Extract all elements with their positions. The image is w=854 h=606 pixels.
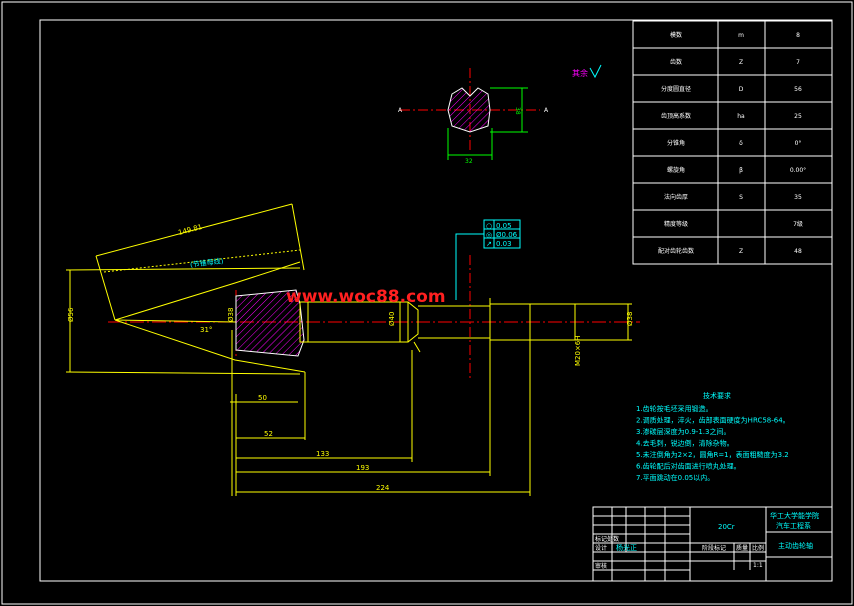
tol-value-1: 0.05 (496, 222, 512, 230)
dim-193: 193 (356, 464, 369, 472)
tol-symbol-3: ↗ (486, 240, 492, 248)
tol-symbol-1: ○ (486, 222, 492, 230)
neck-dia-dim: Ø40 (388, 312, 396, 326)
param-name-6: 螺旋角 (667, 166, 685, 174)
param-symbol-7: S (739, 194, 743, 201)
section-width-dim: 32 (465, 158, 473, 165)
param-name-2: 齿数 (670, 58, 682, 66)
tb-label-mark: 标记处数 (595, 535, 619, 543)
param-symbol-5: δ (739, 140, 743, 147)
tb-school: 华工大学能学院 (770, 511, 819, 520)
param-name-9: 配对齿轮齿数 (658, 247, 694, 255)
param-symbol-9: Z (739, 248, 743, 255)
param-name-8: 精度等级 (664, 220, 688, 228)
param-value-1: 8 (796, 32, 800, 39)
tech-req-item: 3.渗碳层深度为0.9-1.3之间。 (636, 427, 730, 436)
cut-letter-left: A (398, 107, 403, 114)
param-value-5: 0° (795, 140, 802, 147)
roughness-icon (589, 64, 602, 79)
tb-label-review: 审核 (595, 562, 607, 570)
tb-label-stage: 阶段标记 (702, 544, 726, 552)
param-value-9: 48 (794, 248, 802, 255)
tol-value-2: Ø0.06 (496, 231, 518, 239)
dim-224: 224 (376, 484, 390, 492)
section-height-dim: 38 (514, 107, 521, 115)
param-name-3: 分度圆直径 (661, 85, 691, 93)
dim-133: 133 (316, 450, 329, 458)
param-symbol-2: Z (739, 59, 743, 66)
head-dia-dim: Ø38 (227, 308, 235, 322)
surface-note: 其余 (572, 68, 588, 78)
end-dia-dim: Ø38 (626, 312, 634, 326)
tolerance-frame: ○ 0.05 ◎ Ø0.06 ↗ 0.03 (455, 219, 521, 300)
tech-req-item: 1.齿轮按毛坯采用锻造。 (636, 404, 713, 413)
tech-req-item: 7.平面跳动在0.05以内。 (636, 473, 714, 482)
tol-value-3: 0.03 (496, 240, 512, 248)
tb-part-name: 主动齿轮轴 (778, 541, 813, 550)
param-value-7: 35 (794, 194, 802, 201)
angle-dim: 31° (200, 326, 212, 334)
tech-req-item: 5.未注倒角为2×2，圆角R=1，表面粗糙度为3.2 (636, 450, 789, 459)
param-symbol-4: ha (737, 113, 745, 120)
param-value-8: 7级 (793, 220, 803, 228)
param-value-6: 0.00° (790, 167, 806, 174)
tb-label-scale: 比例 (752, 544, 764, 552)
cone-label: (节锥母线) (189, 256, 224, 269)
param-name-7: 法向齿厚 (664, 193, 688, 201)
tech-req-item: 2.调质处理，淬火，齿部表面硬度为HRC58-64。 (636, 416, 790, 425)
param-value-3: 56 (794, 86, 802, 93)
thread-dim: M20×6H (574, 335, 582, 366)
dim-50: 50 (258, 394, 267, 402)
tb-dept: 汽车工程系 (776, 521, 811, 530)
tech-req-title: 技术要求 (703, 391, 731, 400)
param-name-1: 模数 (670, 31, 682, 39)
tb-designer: 杨光正 (616, 543, 637, 552)
tb-label-design: 设计 (595, 544, 607, 552)
dim-52: 52 (264, 430, 273, 438)
tb-material: 20Cr (718, 523, 735, 531)
title-block: 20Cr 华工大学能学院 汽车工程系 主动齿轮轴 标记处数 设计 杨光正 阶段标… (592, 506, 833, 582)
parameter-table: 模数 m 8 齿数 Z 7 分度圆直径 D 56 齿顶高系数 ha 25 分锥角 δ 0° 螺旋角 β 0.00°… (632, 20, 833, 265)
cone-slant-dim: 149.81 (177, 223, 203, 237)
param-name-4: 齿顶高系数 (661, 112, 691, 120)
section-view: 32 38 A A (398, 68, 549, 165)
param-value-2: 7 (796, 59, 800, 66)
param-symbol-6: β (739, 167, 743, 174)
param-name-5: 分锥角 (667, 139, 685, 147)
tol-symbol-2: ◎ (486, 231, 492, 239)
watermark: www.woc88.com (286, 287, 446, 307)
tb-label-mass: 质量 (736, 544, 748, 552)
left-dia-dim: Ø56 (67, 307, 75, 322)
cut-letter-right: A (544, 107, 549, 114)
param-symbol-3: D (739, 86, 744, 93)
tb-scale: 1:1 (753, 562, 763, 569)
param-value-4: 25 (794, 113, 802, 120)
drawing-border (39, 19, 833, 582)
tech-requirements: 技术要求 1.齿轮按毛坯采用锻造。 2.调质处理，淬火，齿部表面硬度为HRC58-… (636, 391, 790, 482)
param-symbol-1: m (738, 32, 744, 39)
tech-req-item: 6.齿轮配后对齿面进行喷丸处理。 (636, 462, 741, 471)
shaft-drawing: 149.81 (节锥母线) Ø56 31° Ø38 Ø40 M20×6H Ø38 (65, 203, 640, 496)
tech-req-item: 4.去毛刺，锐边倒，清除杂物。 (636, 439, 734, 448)
